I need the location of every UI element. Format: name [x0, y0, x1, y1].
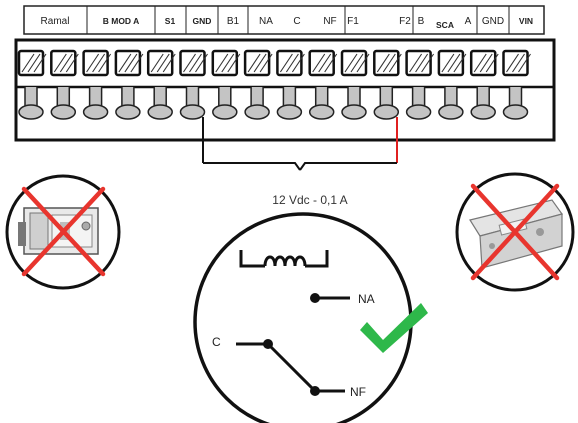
nc-contact-label: NF	[350, 385, 366, 399]
coil-icon	[239, 250, 329, 268]
terminal-screw	[82, 49, 112, 120]
terminal-label: B	[418, 16, 425, 27]
wire-gnd	[202, 117, 301, 171]
terminal-label: B1	[227, 16, 240, 27]
power-spec-label: 12 Vdc - 0,1 A	[272, 193, 347, 207]
terminal-screw	[114, 49, 144, 120]
terminal-label: GND	[482, 16, 504, 27]
terminal-label: S1	[165, 16, 176, 26]
relay-symbol: NA C NF	[193, 212, 413, 423]
terminal-label: C	[293, 16, 300, 27]
terminal-label-strip: Ramal B MOD A S1 GND B1 NA C NF F1 F2 B SCA A GND VIN	[23, 5, 545, 35]
terminal-label: NF	[323, 16, 336, 27]
terminal-screw	[502, 49, 531, 120]
terminal-label: VIN	[519, 16, 533, 26]
terminal-screw	[276, 49, 305, 120]
terminal-screw	[50, 49, 79, 120]
terminal-label: NA	[259, 16, 273, 27]
terminal-screw	[243, 49, 273, 120]
terminal-label: B MOD A	[103, 16, 140, 26]
terminal-label: Ramal	[41, 16, 70, 27]
terminal-screw	[211, 49, 241, 120]
terminal-label: SCA	[436, 20, 454, 30]
terminal-screw	[469, 49, 499, 120]
terminal-screw	[340, 49, 370, 120]
incorrect-lock-crossed-icon	[5, 174, 121, 290]
no-contact-label: NA	[358, 292, 375, 306]
terminal-screw	[373, 49, 402, 120]
terminal-label: F2	[399, 16, 411, 27]
terminal-label: GND	[193, 16, 212, 26]
terminal-screw	[437, 49, 467, 120]
terminal-screw	[17, 49, 47, 120]
terminal-screw	[179, 49, 208, 120]
terminal-label: A	[465, 16, 472, 27]
terminal-label: F1	[347, 16, 359, 27]
terminal-screw	[405, 49, 435, 120]
wire-f2	[299, 117, 398, 171]
terminal-block	[14, 38, 556, 142]
incorrect-strike-crossed-icon	[455, 172, 575, 292]
terminal-screw	[308, 49, 338, 120]
correct-checkmark-icon	[360, 303, 428, 353]
terminal-screw	[146, 49, 176, 120]
common-contact-label: C	[212, 335, 221, 349]
